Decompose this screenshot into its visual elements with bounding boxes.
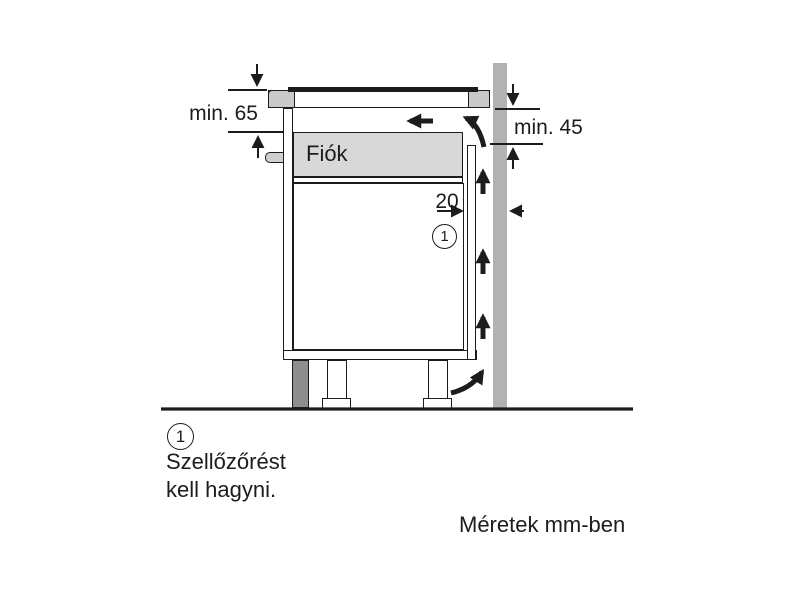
drawer-bottom-rail xyxy=(293,177,463,183)
worktop-front-edge xyxy=(268,90,295,108)
worktop-rear-edge xyxy=(468,90,490,108)
drawer-label: Fiók xyxy=(306,141,348,167)
cabinet-leg-front-foot xyxy=(322,398,351,409)
airflow-arrow-curve-bottom xyxy=(450,368,485,396)
dimension-min45-label: min. 45 xyxy=(514,116,583,139)
callout-1-badge: 1 xyxy=(432,224,457,249)
drawer-handle xyxy=(265,152,284,163)
cabinet-leg-front-stem xyxy=(327,360,347,400)
worktop-band xyxy=(268,90,490,108)
cabinet-bottom-panel xyxy=(283,350,477,360)
wall-section xyxy=(493,63,507,408)
cabinet-front-panel xyxy=(283,108,293,360)
cabinet-leg-rear-stem xyxy=(428,360,448,400)
callout-1-number: 1 xyxy=(440,228,449,245)
cabinet-back-panel xyxy=(467,145,476,360)
airflow-arrow-curve-top xyxy=(462,115,487,148)
footnote-line-1: Szellőzőrést xyxy=(166,449,286,474)
plinth-panel xyxy=(292,360,309,408)
footnote-1-badge: 1 xyxy=(167,423,194,450)
footnote-1-number: 1 xyxy=(175,426,186,446)
units-caption: Méretek mm-ben xyxy=(459,512,626,537)
dimension-20-label: 20 xyxy=(435,190,459,213)
dimension-min65-label: min. 65 xyxy=(189,102,258,125)
footnote-line-2: kell hagyni. xyxy=(166,477,277,502)
cabinet-interior xyxy=(293,183,464,350)
drawer-box: Fiók xyxy=(293,132,463,177)
hob-glass-top xyxy=(288,86,478,92)
cabinet-leg-rear-foot xyxy=(423,398,452,409)
